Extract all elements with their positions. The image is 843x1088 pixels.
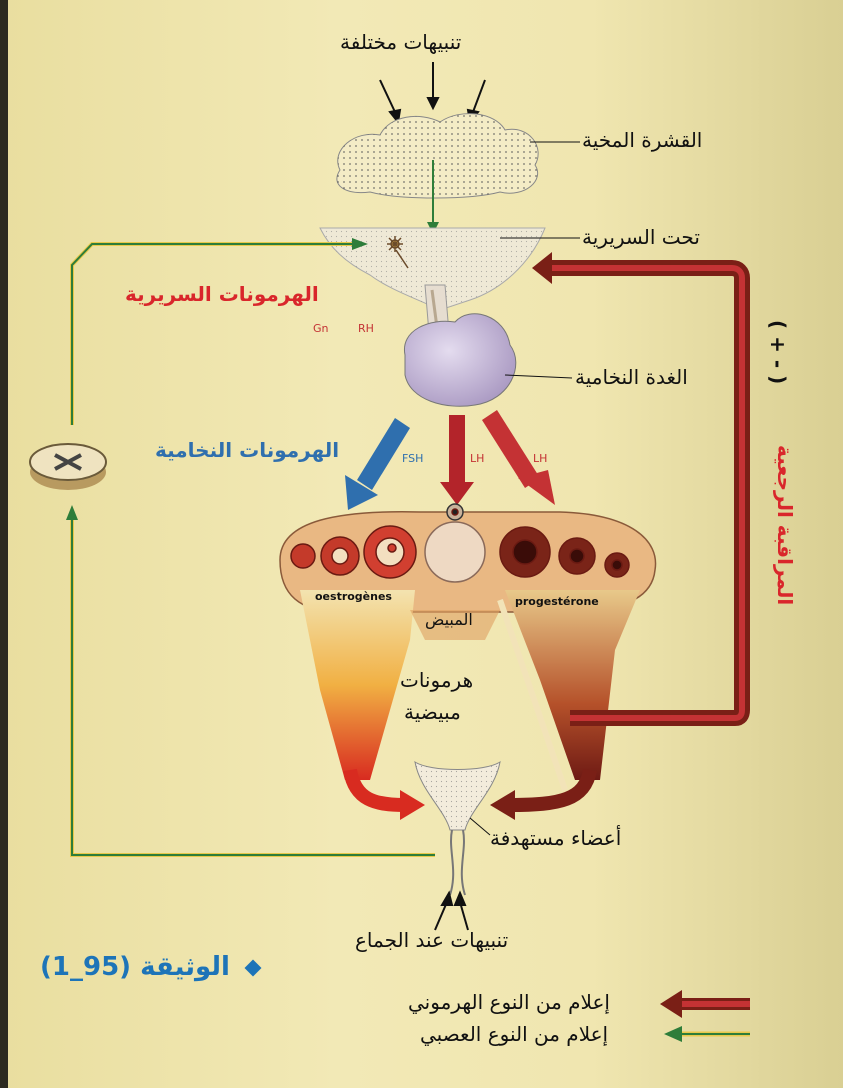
document-number: (1_95)	[40, 952, 131, 982]
legend-hormonal-arrow	[660, 990, 750, 1018]
oestrogen-funnel	[300, 590, 415, 780]
legend-nervous-label: إعلام من النوع العصبي	[420, 1022, 608, 1046]
label-ovarian-hormones-2: مبيضية	[404, 700, 461, 724]
label-ovary: المبيض	[425, 610, 473, 629]
label-cortex: القشرة المخية	[582, 128, 702, 152]
label-oestrogens: oestrogènes	[315, 590, 392, 603]
progesterone-funnel	[505, 590, 640, 780]
label-progesterone: progestérone	[515, 595, 599, 608]
label-pituitary-hormones: الهرمونات النخامية	[155, 438, 339, 462]
label-rh: RH	[358, 322, 374, 335]
label-stimuli-various: تنبيهات مختلفة	[340, 30, 461, 54]
legend-nervous-arrow	[664, 1026, 750, 1042]
label-fsh: FSH	[402, 452, 423, 465]
stimuli-arrows	[380, 62, 485, 122]
pituitary-shape	[404, 314, 515, 407]
synapse-icon	[30, 444, 106, 490]
label-feedback: المراقبة الرجعية	[752, 445, 812, 625]
document-title: الوثيقة	[140, 952, 230, 982]
label-gn: Gn	[313, 322, 329, 335]
label-lh-center: LH	[470, 452, 484, 465]
document-caption: (1_95) الوثيقة	[40, 952, 259, 982]
legend-hormonal-label: إعلام من النوع الهرموني	[408, 990, 610, 1014]
diamond-icon	[245, 959, 262, 976]
fsh-arrow	[345, 418, 410, 510]
label-feedback-sign: ( + - )	[766, 320, 790, 384]
label-lh-right: LH	[533, 452, 547, 465]
label-hypothalamus: تحت السريرية	[582, 225, 700, 249]
label-stimuli-coitus: تنبيهات عند الجماع	[355, 928, 508, 952]
lh-center-arrow	[440, 415, 474, 505]
label-ovarian-hormones-1: هرمونات	[400, 668, 473, 692]
label-hypothalamic-hormones: الهرمونات السريرية	[125, 282, 319, 306]
label-target-organs: أعضاء مستهدفة	[490, 826, 621, 850]
label-pituitary: الغدة النخامية	[575, 365, 688, 389]
